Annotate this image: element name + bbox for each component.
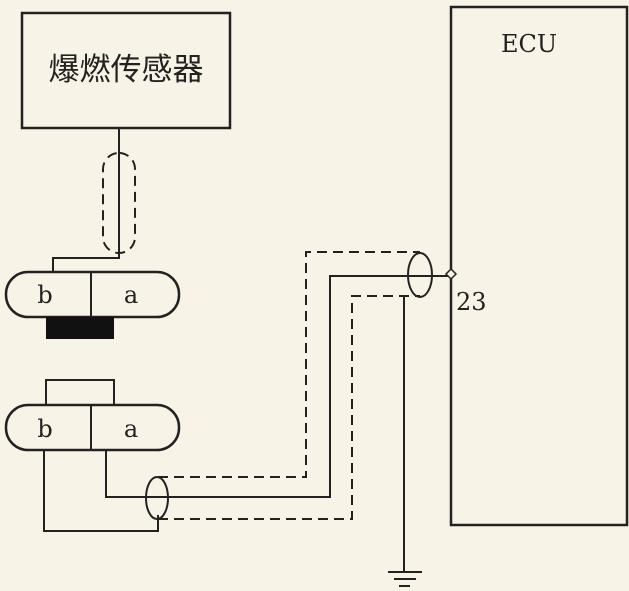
- ecu-block: ECU 23: [444, 5, 629, 527]
- bottom-connector: b a: [4, 379, 181, 452]
- top-connector-pin-b: b: [37, 281, 52, 309]
- knock-sensor-label: 爆燃传感器: [49, 52, 204, 88]
- knock-sensor-block: 爆燃传感器: [20, 11, 232, 130]
- ecu-pin-label: 23: [456, 288, 487, 316]
- connector-mounting-block: [46, 317, 114, 339]
- top-connector: b a: [4, 270, 181, 339]
- bottom-connector-pin-b: b: [37, 415, 52, 443]
- ecu-label: ECU: [501, 30, 557, 58]
- sensor-shielded-cable: [52, 128, 136, 272]
- top-connector-pin-a: a: [124, 281, 138, 309]
- ecu-pin-terminal-icon: [444, 267, 458, 281]
- bottom-connector-pin-a: a: [124, 415, 138, 443]
- connector-to-ecu-wiring: [43, 251, 452, 572]
- ground-icon: [388, 571, 422, 587]
